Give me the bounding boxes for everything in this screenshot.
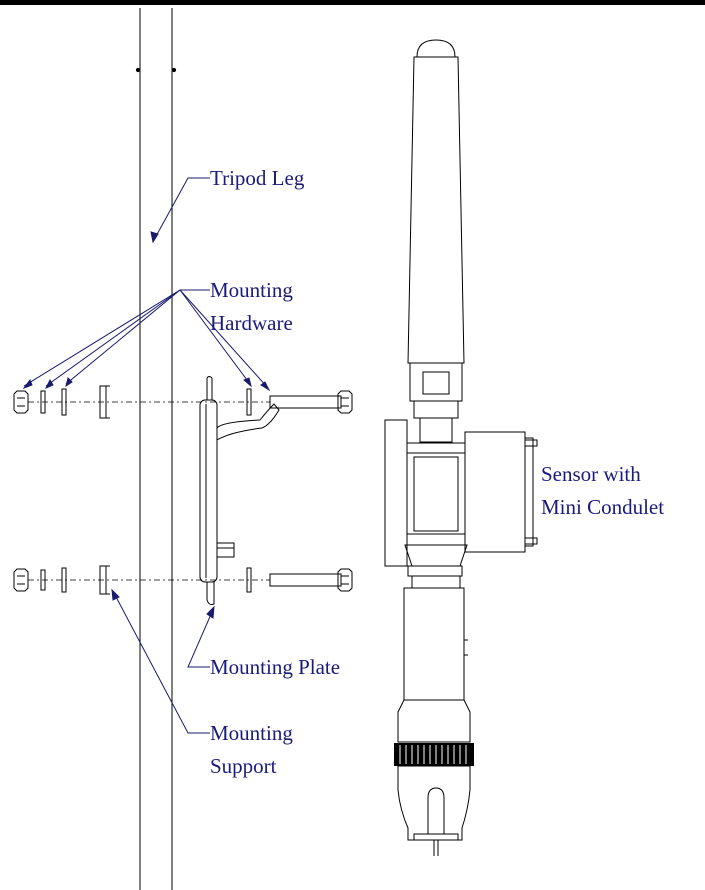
sensor-label-line2: Mini Condulet bbox=[541, 495, 665, 519]
upper-hardware bbox=[13, 385, 353, 419]
mounting-plate-leader bbox=[187, 605, 215, 668]
mounting-support-leader bbox=[111, 588, 210, 734]
tripod-leg-leader bbox=[150, 177, 210, 244]
mounting-support-label-line2: Support bbox=[210, 754, 277, 778]
tripod-leg bbox=[135, 8, 177, 890]
sensor-label-line1: Sensor with bbox=[541, 462, 641, 486]
mounting-hardware-leader bbox=[22, 289, 271, 392]
knurled-collar bbox=[394, 743, 474, 766]
tripod-leg-label: Tripod Leg bbox=[210, 166, 305, 190]
mounting-plate bbox=[199, 376, 280, 605]
bottom-connector bbox=[397, 765, 471, 856]
sensor-with-mini-condulet bbox=[384, 39, 538, 743]
lower-hardware bbox=[13, 565, 353, 595]
title-bar-rule bbox=[0, 0, 705, 5]
mounting-hardware-label-line1: Mounting bbox=[210, 278, 293, 302]
mounting-support-label-line1: Mounting bbox=[210, 721, 293, 745]
mounting-hardware-label-line2: Hardware bbox=[210, 311, 293, 335]
mounting-plate-label: Mounting Plate bbox=[210, 655, 341, 679]
